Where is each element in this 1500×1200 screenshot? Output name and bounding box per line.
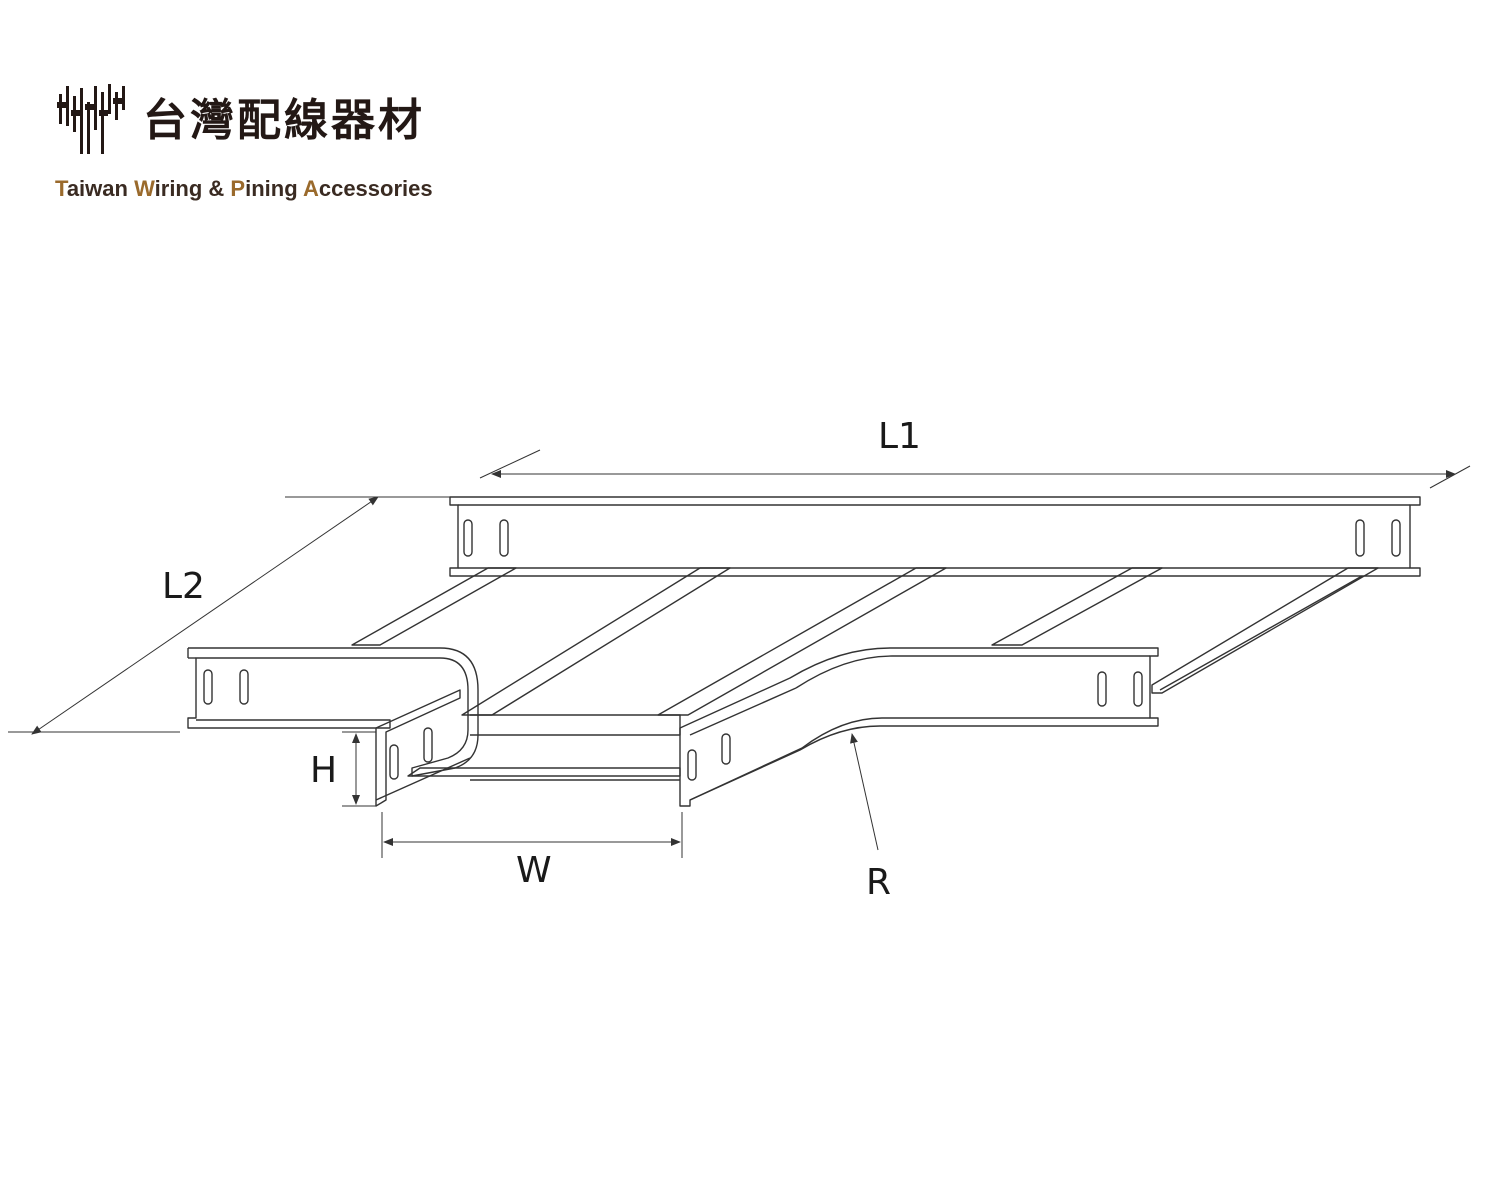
- label-l1: L1: [878, 416, 921, 457]
- label-l2: L2: [162, 566, 205, 607]
- brand-subtitle: Taiwan Wiring & Pining Accessories: [55, 176, 433, 201]
- rungs: [351, 567, 1379, 777]
- back-side-rail: [449, 496, 1421, 577]
- label-h: H: [310, 750, 337, 791]
- dimension-h: [342, 731, 376, 807]
- right-curved-rail: [679, 647, 1159, 807]
- vertical-bars-mark-icon: [57, 84, 125, 154]
- dimension-w: [381, 812, 683, 858]
- inner-cross-rail: [470, 714, 681, 781]
- brand-title-cjk: 台灣配線器材: [143, 95, 425, 146]
- brand-logo: 台灣配線器材 Taiwan Wiring & Pining Accessorie…: [55, 78, 475, 218]
- label-w: W: [516, 850, 552, 891]
- label-r: R: [866, 862, 891, 903]
- front-left-rail: [375, 689, 471, 807]
- dimension-l2: [8, 496, 450, 735]
- dimension-l1: [479, 449, 1471, 489]
- dimension-r: [850, 733, 879, 851]
